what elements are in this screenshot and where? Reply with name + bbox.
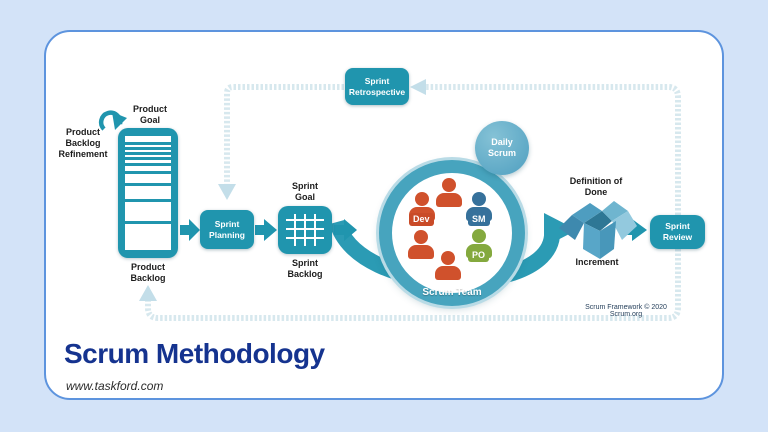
product-goal-label: Product Goal bbox=[132, 104, 167, 125]
arrow-increment-to-review bbox=[621, 219, 647, 241]
developer-person-icon bbox=[406, 230, 436, 259]
daily-scrum-circle: Daily Scrum bbox=[475, 121, 529, 175]
developer-person-icon bbox=[433, 251, 463, 280]
sprint-planning-box: Sprint Planning bbox=[200, 210, 254, 249]
scrum-team-label: Scrum Team bbox=[422, 287, 482, 298]
daily-scrum-label: Daily Scrum bbox=[487, 136, 516, 158]
loop-review-to-retrospective-line bbox=[410, 79, 681, 215]
arrow-backlog-to-planning bbox=[180, 219, 200, 241]
product-backlog-refinement-label: Product Backlog Refinement bbox=[58, 127, 108, 159]
po-role-badge: PO bbox=[468, 249, 490, 262]
sm-role-badge: SM bbox=[468, 213, 490, 226]
arrow-sprint-backlog-to-team bbox=[334, 219, 357, 241]
loop-retrospective-to-planning-line bbox=[218, 84, 344, 200]
dev-role-badge: Dev bbox=[409, 213, 434, 226]
page-title: Scrum Methodology bbox=[64, 338, 325, 369]
increment-label: Increment bbox=[575, 257, 619, 267]
product-backlog-label: Product Backlog bbox=[130, 262, 166, 283]
scrum-framework-credit: Scrum Framework © 2020 Scrum.org bbox=[585, 304, 667, 318]
product-backlog-icon bbox=[118, 128, 178, 258]
arrow-planning-to-sprint-backlog bbox=[255, 219, 277, 241]
sprint-backlog-grid bbox=[286, 214, 324, 246]
increment-box-icon bbox=[559, 201, 637, 259]
refinement-cycle-icon bbox=[98, 110, 127, 131]
product-backlog-items bbox=[125, 136, 171, 250]
definition-of-done-label: Definition of Done bbox=[569, 176, 623, 197]
sprint-backlog-label: Sprint Backlog bbox=[287, 258, 323, 279]
sprint-retrospective-box: Sprint Retrospective bbox=[345, 68, 409, 105]
website-url: www.taskford.com bbox=[66, 379, 164, 393]
sprint-goal-label: Sprint Goal bbox=[292, 181, 318, 202]
loop-review-to-backlog-line bbox=[139, 249, 681, 321]
sprint-backlog-icon bbox=[278, 206, 332, 254]
sprint-review-box: Sprint Review bbox=[650, 215, 705, 249]
developer-person-icon bbox=[434, 178, 464, 207]
